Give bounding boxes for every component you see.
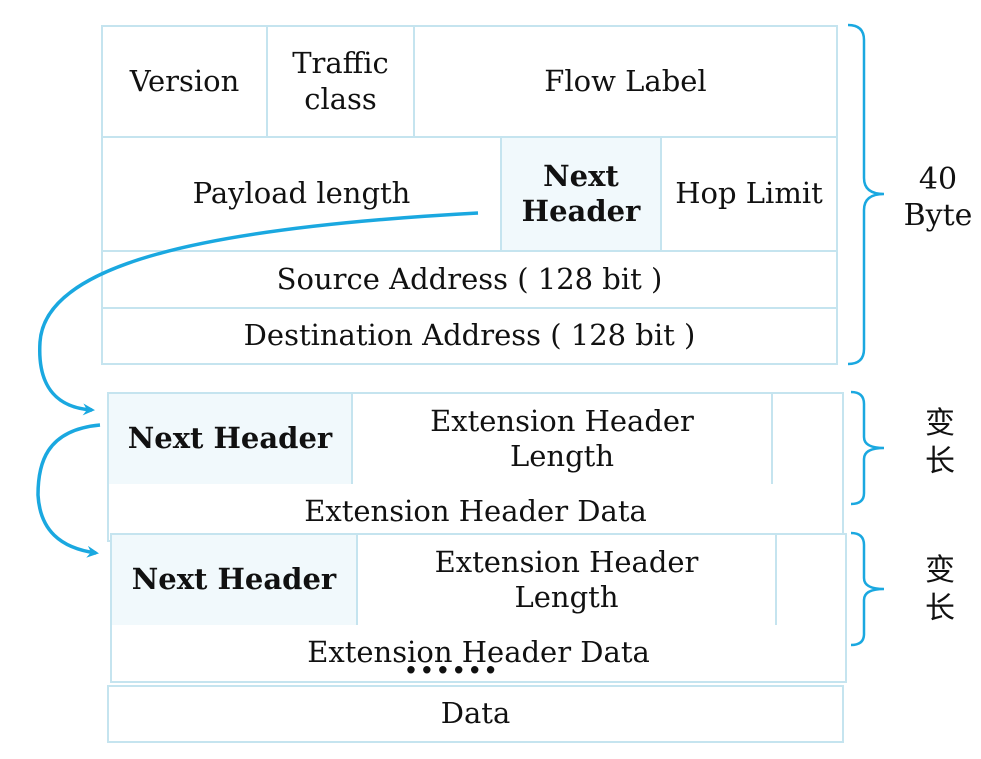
ext2-length-field: Extension Header Length xyxy=(356,533,777,627)
payload-length-label: Payload length xyxy=(192,176,411,211)
ext2-next-header-field: Next Header xyxy=(110,533,358,627)
ext1-next-header-field: Next Header xyxy=(107,392,353,486)
flow-label-label: Flow Label xyxy=(544,63,707,98)
hop-limit-field: Hop Limit xyxy=(660,136,838,252)
ext1-length-field: Extension Header Length xyxy=(351,392,773,486)
version-label: Version xyxy=(129,63,240,98)
ellipsis-dots: ...... xyxy=(404,636,500,683)
ext2-brace xyxy=(850,531,885,647)
ext1-size-label: 变长 xyxy=(925,406,955,479)
ext1-length-label: Extension Header Length xyxy=(430,403,694,473)
version-field: Version xyxy=(101,25,268,138)
destination-address-field: Destination Address ( 128 bit ) xyxy=(101,307,838,365)
next-header-label: Next Header xyxy=(521,158,641,228)
ext2-size-label: 变长 xyxy=(925,553,955,626)
hop-limit-label: Hop Limit xyxy=(675,176,823,211)
ext1-data-label: Extension Header Data xyxy=(304,494,647,529)
header-size-label: 40 Byte xyxy=(903,162,973,233)
data-field: Data xyxy=(107,685,844,743)
source-address-label: Source Address ( 128 bit ) xyxy=(276,261,663,296)
next-header-arrow-2 xyxy=(36,423,101,558)
ext2-length-label: Extension Header Length xyxy=(434,544,699,614)
traffic-class-label: Traffic class xyxy=(292,46,389,116)
data-label: Data xyxy=(440,696,511,731)
ext2-data-field: Extension Header Data xyxy=(110,625,847,683)
next-header-arrow-1 xyxy=(38,211,479,416)
ext2-data-label: Extension Header Data xyxy=(307,635,650,670)
destination-address-label: Destination Address ( 128 bit ) xyxy=(243,318,696,353)
header-brace xyxy=(847,23,885,366)
ext1-data-field: Extension Header Data xyxy=(107,484,844,542)
ext2-next-header-label: Next Header xyxy=(131,562,337,597)
next-header-field: Next Header xyxy=(500,136,662,252)
ext1-next-header-label: Next Header xyxy=(127,421,333,456)
ext1-brace xyxy=(850,390,885,506)
